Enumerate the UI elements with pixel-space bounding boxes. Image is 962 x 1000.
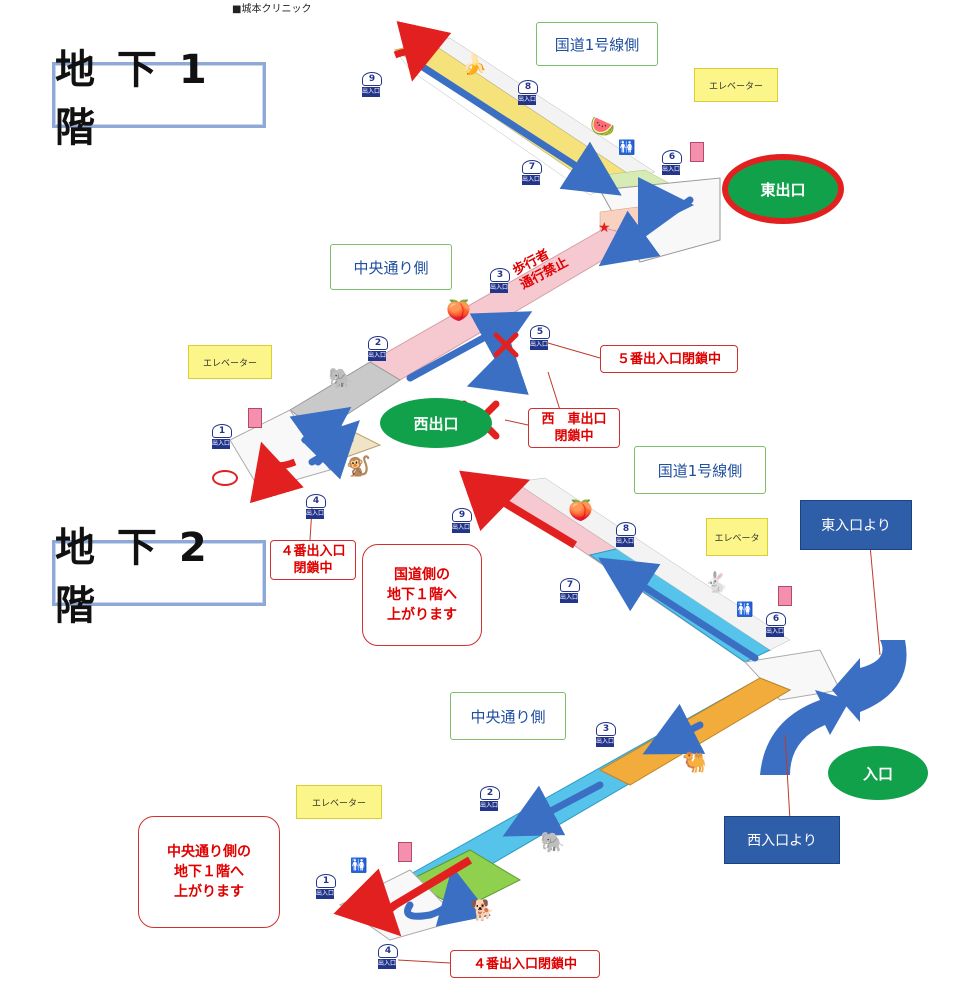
b2-side-route1: 国道1号線側: [634, 446, 766, 494]
b1-exit4-closed-note: ４番出入口 閉鎖中: [270, 540, 356, 580]
floor-title-b1: 地 下 1 階: [52, 47, 266, 151]
west-car-exit-closed-note: 西 車出口 閉鎖中: [528, 408, 620, 448]
exit5-closed-note: ５番出入口閉鎖中: [600, 345, 738, 373]
rabbit-icon: 🐇: [704, 570, 729, 594]
clinic-label: ■城本クリニック: [232, 4, 312, 15]
dog-icon: 🐕: [470, 898, 495, 922]
banana-icon: 🍌: [462, 52, 487, 76]
elevator-icon: [778, 586, 792, 606]
east-entrance-arrow: [832, 640, 907, 722]
b1-red-top-arrow: [393, 21, 452, 82]
b2-side-central: 中央通り側: [450, 692, 566, 740]
toilet-icon: 🚻: [618, 140, 636, 156]
b1-side-route1: 国道1号線側: [536, 22, 658, 66]
monkey-icon: 🐒: [346, 454, 371, 478]
callout-lines: [309, 342, 881, 964]
elevator-icon: [398, 842, 412, 862]
entrance-badge: 入口: [828, 746, 928, 800]
toilet-icon: 🚻: [350, 858, 368, 874]
elevator-icon: [248, 408, 262, 428]
east-entrance-label: 東入口より: [800, 500, 912, 550]
b1-elevator-label-top: エレベーター: [694, 68, 778, 102]
west-exit-badge: 西出口: [380, 398, 492, 448]
b2-route-arrows: [404, 557, 759, 927]
callout-central-up: 中央通り側の 地下１階へ 上がります: [138, 816, 280, 928]
floor-title-b2: 地 下 2 階: [52, 525, 266, 629]
elephant-icon: 🐘: [328, 366, 353, 390]
b1-route-arrows: [289, 58, 694, 480]
b2-red-up-arrow-route1: [459, 470, 578, 549]
b1-elevator-label-left: エレベーター: [188, 345, 272, 379]
toilet-icon: 🚻: [736, 602, 754, 618]
elevator-icon: [690, 142, 704, 162]
b2-elevator-label-right: エレベータ: [706, 518, 768, 556]
no-entry-mark-icon: [212, 470, 238, 486]
b2-elevator-label-left: エレベーター: [296, 785, 382, 819]
b1-red-turn-arrow: [250, 441, 304, 504]
peach-icon: 🍑: [568, 498, 593, 522]
camel-icon: 🐫: [682, 750, 707, 774]
callout-route1-up: 国道側の 地下１階へ 上がります: [362, 544, 482, 646]
elephant-icon: 🐘: [540, 830, 565, 854]
west-entrance-label: 西入口より: [724, 816, 840, 864]
star-icon: ★: [598, 220, 611, 236]
b2-red-up-arrow-central: [333, 856, 473, 937]
b2-exit4-closed-note: ４番出入口閉鎖中: [450, 950, 600, 978]
watermelon-icon: 🍉: [590, 114, 615, 138]
east-exit-badge: 東出口: [722, 154, 844, 224]
peach-icon: 🍑: [446, 298, 471, 322]
west-entrance-arrow: [760, 690, 850, 775]
closed-cross-small: [493, 332, 519, 358]
b1-side-central: 中央通り側: [330, 244, 452, 290]
